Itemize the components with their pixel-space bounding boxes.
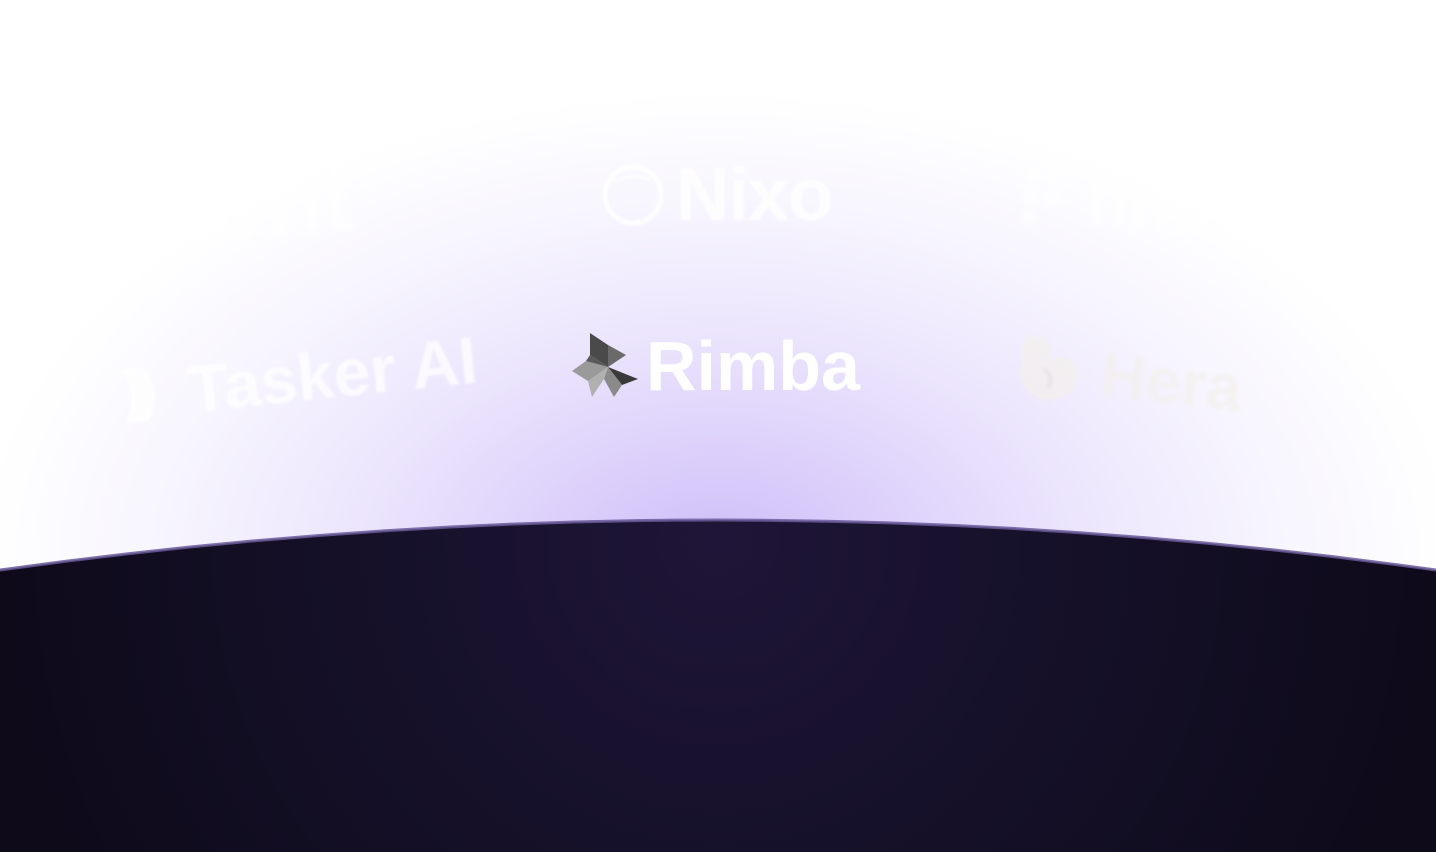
pinwheel-icon xyxy=(572,333,638,397)
ring-icon xyxy=(602,164,664,225)
logo-rimba-text: Rimba xyxy=(646,327,860,405)
chevron-shape-icon xyxy=(120,367,155,424)
logo-fimto: fimto xyxy=(1015,155,1265,258)
logo-nixo-text: Nixo xyxy=(676,153,833,236)
logo-tasker-ai: Tasker AI xyxy=(115,321,481,434)
logo-hera: Hera xyxy=(1011,328,1246,425)
logo-nixo: Nixo xyxy=(600,152,833,237)
blob-icon xyxy=(1019,335,1078,400)
dot-grid-icon xyxy=(1020,167,1063,226)
logo-rimba: Rimba xyxy=(570,326,860,406)
